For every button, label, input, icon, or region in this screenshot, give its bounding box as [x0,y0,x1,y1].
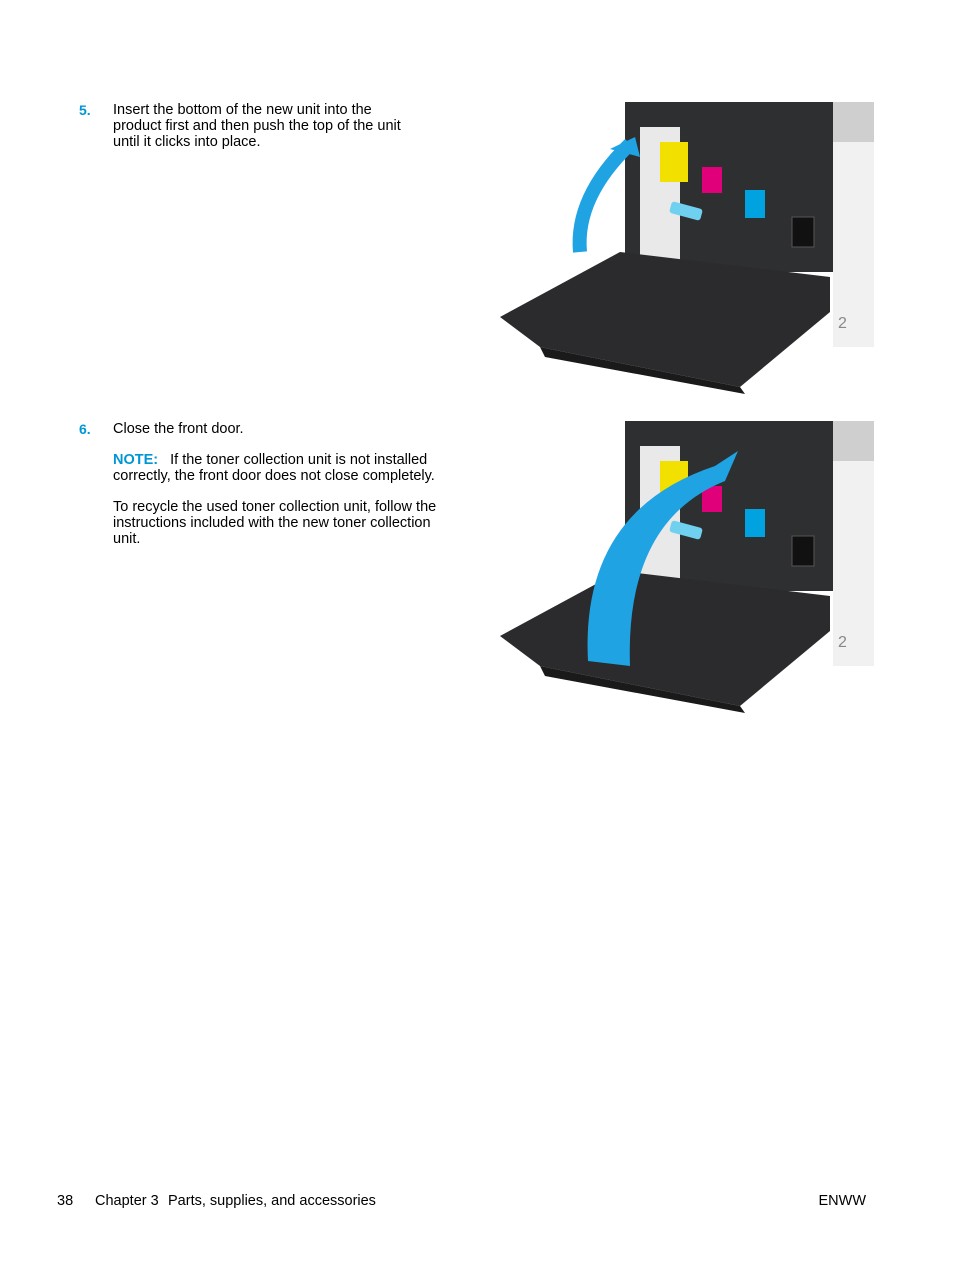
note-label: NOTE: [113,452,159,468]
svg-text:2: 2 [838,315,847,332]
chapter-label: Chapter 3 [95,1193,159,1209]
step-text: Insert the bottom of the new unit into t… [113,102,401,150]
step-text: Close the front door. NOTE:If the toner … [113,421,448,547]
step-text-main: Close the front door. [113,421,244,437]
footer-right: ENWW [818,1193,866,1209]
note: NOTE:If the toner collection unit is not… [113,452,448,484]
page-number: 38 [57,1193,74,1209]
svg-text:2: 2 [838,634,847,651]
step-number: 6. [79,421,91,437]
magenta-cartridge [702,167,722,193]
recycle-text: To recycle the used toner collection uni… [113,499,437,547]
yellow-cartridge [660,142,688,182]
toner-unit-insert-illustration: 2 [500,102,874,394]
insert-arrow-icon [572,138,635,253]
close-arrow-icon [587,451,738,666]
black-cartridge [791,216,815,248]
close-door-illustration: 2 [500,421,874,713]
step-number: 5. [79,102,91,118]
note-text: If the toner collection unit is not inst… [113,452,435,484]
cyan-cartridge [745,190,765,218]
chapter-title: Parts, supplies, and accessories [168,1193,376,1209]
